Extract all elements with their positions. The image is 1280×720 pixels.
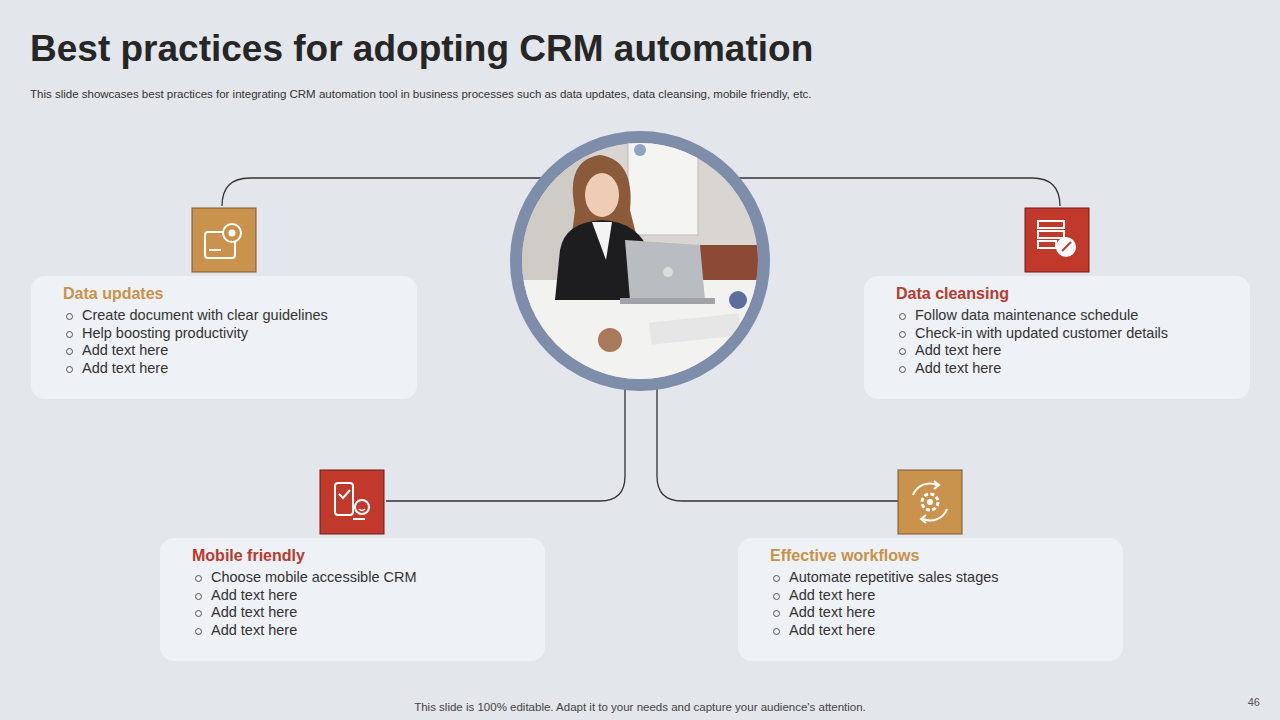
bullet-item: Help boosting productivity	[63, 325, 403, 343]
bullet-item: Add text here	[192, 604, 531, 622]
footer-note: This slide is 100% editable. Adapt it to…	[0, 701, 1280, 713]
icon-mobile-friendly	[320, 470, 384, 534]
card-heading: Data updates	[63, 284, 403, 304]
bullet-item: Add text here	[896, 342, 1236, 360]
bullet-item: Add text here	[192, 622, 531, 640]
card-heading: Data cleansing	[896, 284, 1236, 304]
bullet-item: Check-in with updated customer details	[896, 325, 1236, 343]
bullet-item: Add text here	[770, 604, 1109, 622]
icon-effective-workflows	[898, 470, 962, 534]
slide-caption: This slide showcases best practices for …	[30, 88, 812, 100]
bullet-item: Create document with clear guidelines	[63, 307, 403, 325]
icon-data-cleansing	[1025, 208, 1089, 272]
bullet-item: Add text here	[63, 360, 403, 378]
card-heading: Effective workflows	[770, 546, 1109, 566]
bullet-item: Add text here	[770, 587, 1109, 605]
practice-card: Data updatesCreate document with clear g…	[31, 276, 417, 399]
photo	[500, 130, 780, 400]
bullet-item: Add text here	[896, 360, 1236, 378]
bullet-item: Add text here	[63, 342, 403, 360]
bullet-item: Automate repetitive sales stages	[770, 569, 1109, 587]
slide-title: Best practices for adopting CRM automati…	[30, 28, 813, 70]
bullet-item: Follow data maintenance schedule	[896, 307, 1236, 325]
practice-card: Data cleansingFollow data maintenance sc…	[864, 276, 1250, 399]
bullet-item: Choose mobile accessible CRM	[192, 569, 531, 587]
bullet-item: Add text here	[770, 622, 1109, 640]
practice-card: Effective workflowsAutomate repetitive s…	[738, 538, 1123, 661]
card-heading: Mobile friendly	[192, 546, 531, 566]
practice-card: Mobile friendlyChoose mobile accessible …	[160, 538, 545, 661]
bullet-item: Add text here	[192, 587, 531, 605]
page-number: 46	[1248, 696, 1260, 708]
icon-data-updates	[192, 208, 256, 272]
